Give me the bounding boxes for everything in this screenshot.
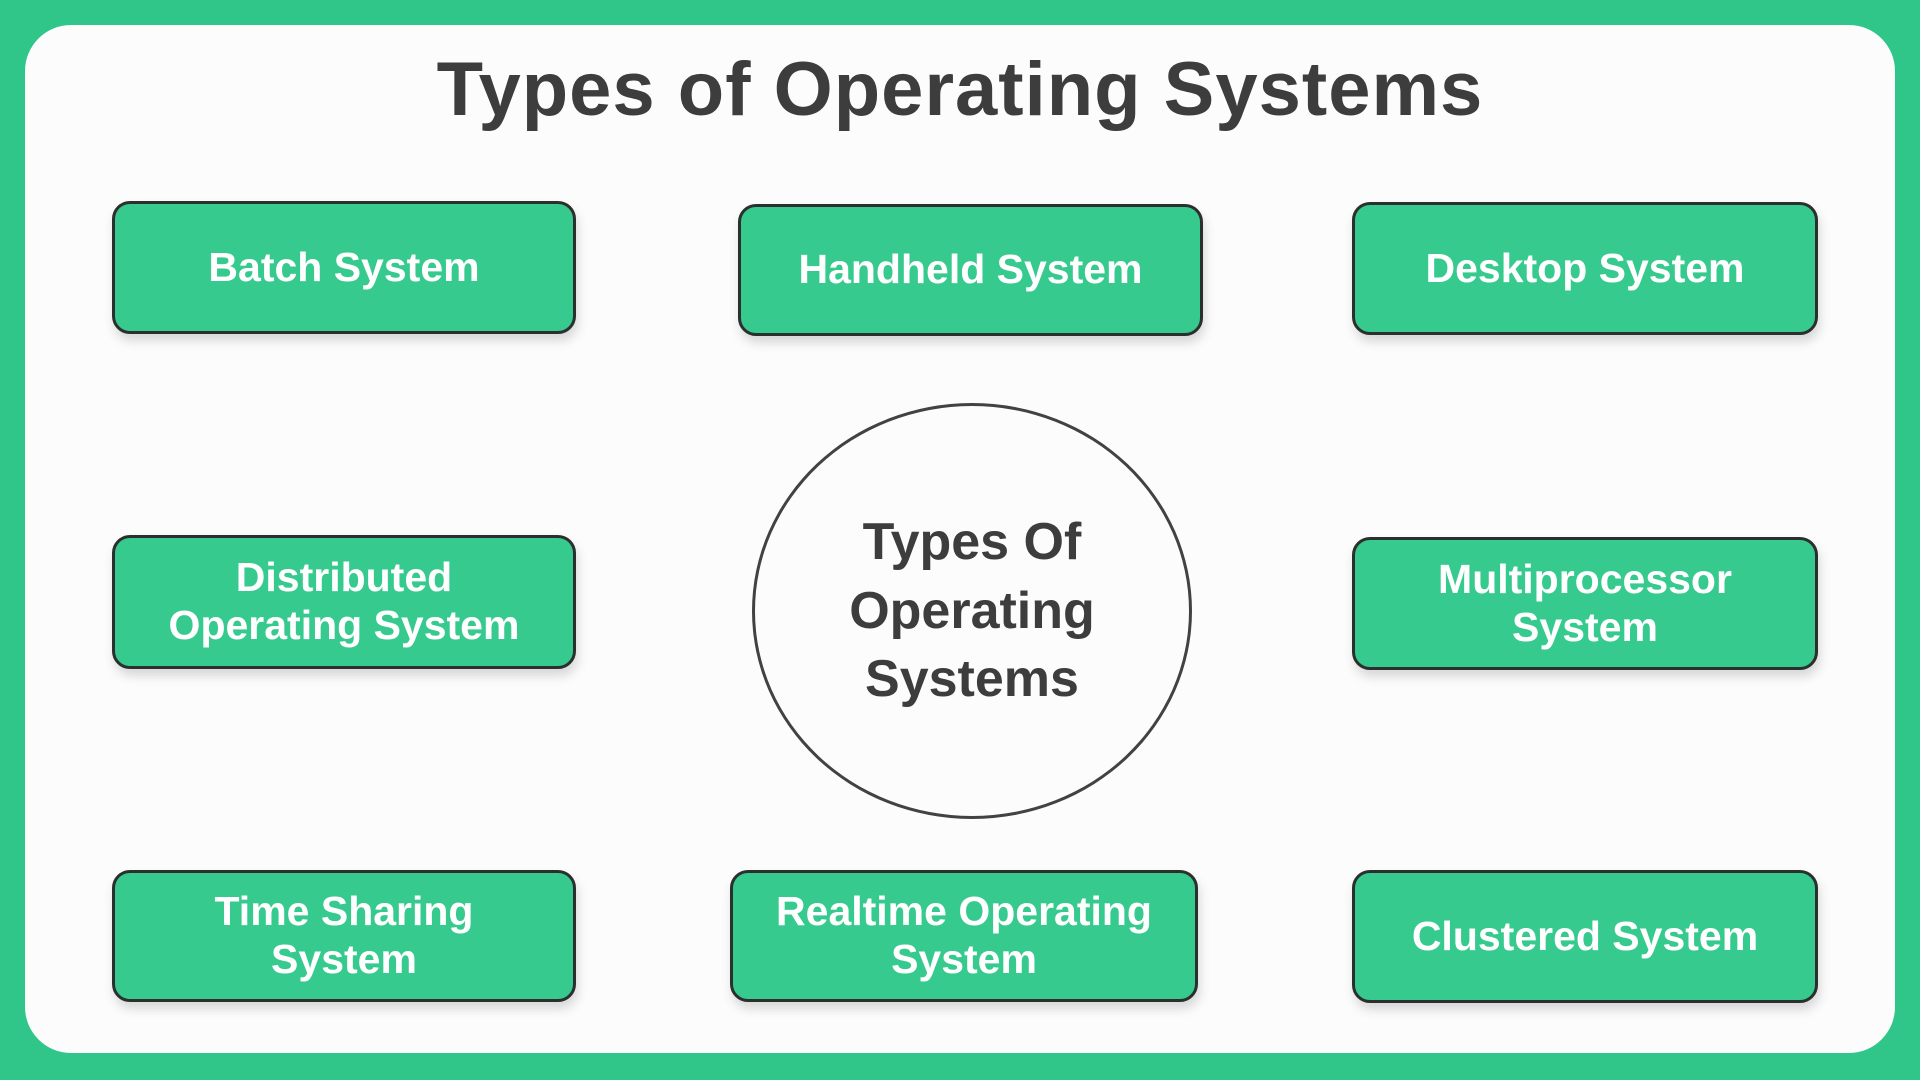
center-circle-label: Types Of Operating Systems xyxy=(849,513,1095,709)
node-label: Time Sharing System xyxy=(214,888,474,982)
node-label: Clustered System xyxy=(1411,912,1759,959)
node-batch-system: Batch System xyxy=(112,201,576,334)
node-distributed-operating-system: Distributed Operating System xyxy=(112,535,576,669)
node-desktop-system: Desktop System xyxy=(1352,202,1818,335)
page-title: Types of Operating Systems xyxy=(436,47,1484,132)
node-multiprocessor-system: Multiprocessor System xyxy=(1352,537,1818,670)
node-handheld-system: Handheld System xyxy=(738,204,1203,336)
node-time-sharing-system: Time Sharing System xyxy=(112,870,576,1002)
node-label: Realtime Operating System xyxy=(776,888,1152,982)
node-label: Handheld System xyxy=(798,246,1143,293)
node-label: Desktop System xyxy=(1425,244,1745,291)
node-label: Distributed Operating System xyxy=(168,554,520,648)
node-label: Batch System xyxy=(208,243,480,290)
node-label: Multiprocessor System xyxy=(1438,555,1732,650)
center-circle: Types Of Operating Systems xyxy=(752,403,1192,819)
node-realtime-operating-system: Realtime Operating System xyxy=(730,870,1198,1002)
node-clustered-system: Clustered System xyxy=(1352,870,1818,1003)
